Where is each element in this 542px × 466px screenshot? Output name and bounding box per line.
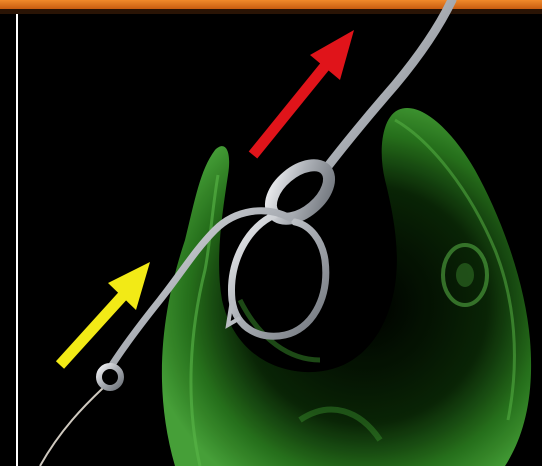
fishing-line	[40, 388, 103, 466]
yellow-arrow-icon	[60, 262, 150, 365]
lure-body	[162, 108, 531, 466]
top-bar-shadow	[0, 9, 542, 14]
top-bar	[0, 0, 542, 9]
lower-hook-eye	[99, 366, 121, 388]
red-arrow-icon	[253, 30, 354, 155]
lower-hook-bend	[232, 215, 326, 336]
left-line	[16, 14, 18, 466]
